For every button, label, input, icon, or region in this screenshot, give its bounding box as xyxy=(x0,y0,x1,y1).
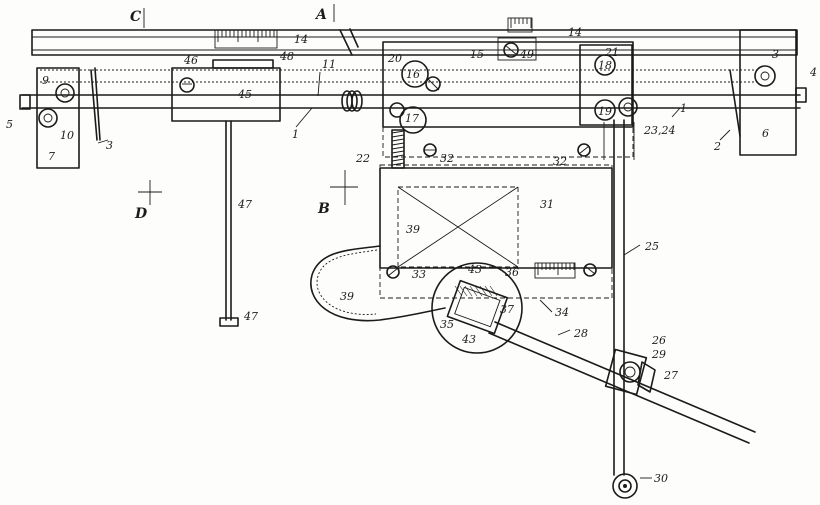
screw-thread xyxy=(391,142,405,146)
left-end-block xyxy=(19,67,101,169)
label-18: 18 xyxy=(598,59,612,72)
label-A: A xyxy=(314,7,327,23)
label-10: 10 xyxy=(60,129,74,142)
label-16: 16 xyxy=(406,68,420,81)
screw-thread xyxy=(391,130,405,134)
hatch-stroke xyxy=(484,285,493,297)
hatch-stroke xyxy=(489,285,498,297)
label-43: 43 xyxy=(461,333,476,346)
label-21: 21 xyxy=(604,46,619,59)
label-31: 31 xyxy=(540,198,554,211)
section-marks xyxy=(143,4,335,28)
label-28: 28 xyxy=(573,327,588,340)
label-26: 26 xyxy=(651,334,666,347)
label-44: 43 xyxy=(467,263,482,276)
label-47b: 47 xyxy=(243,310,258,323)
label-48: 48 xyxy=(279,50,294,63)
label-19: 19 xyxy=(598,105,612,118)
screw-thread xyxy=(391,162,405,166)
screw-thread xyxy=(391,146,405,150)
hatch-stroke xyxy=(469,285,478,297)
label-20: 20 xyxy=(387,52,402,65)
label-30: 30 xyxy=(654,472,668,485)
label-14a: 14 xyxy=(294,33,308,46)
label-37: 37 xyxy=(500,303,514,316)
label-6: 6 xyxy=(762,127,769,140)
label-35: 35 xyxy=(440,318,454,331)
clamp-screw xyxy=(391,129,405,169)
label-15: 15 xyxy=(470,48,484,61)
label-25: 25 xyxy=(644,240,659,253)
label-27: 27 xyxy=(663,369,678,382)
screw-thread xyxy=(391,138,405,142)
label-23-24: 23,24 xyxy=(643,124,676,137)
label-7: 7 xyxy=(48,150,55,163)
label-D: D xyxy=(134,206,148,222)
leader-lines xyxy=(97,71,731,479)
label-39: 39 xyxy=(406,223,420,236)
label-39b: 39 xyxy=(340,290,354,303)
hatch-stroke xyxy=(459,285,468,297)
label-1b: 1 xyxy=(680,102,687,115)
hatch-stroke xyxy=(464,285,473,297)
section-crosses xyxy=(138,170,358,205)
label-45: 45 xyxy=(237,88,252,101)
vertical-rod xyxy=(603,119,635,476)
hatch-stroke xyxy=(454,285,463,297)
screw-thread xyxy=(391,134,405,138)
label-3b: 3 xyxy=(772,48,779,61)
label-32: 32 xyxy=(553,155,567,168)
label-36: 36 xyxy=(505,266,519,279)
main-rod xyxy=(21,69,801,109)
label-C: C xyxy=(130,9,141,25)
top-scale-left xyxy=(214,29,278,49)
cable xyxy=(310,245,446,322)
screw-thread xyxy=(391,154,405,158)
label-49: 49 xyxy=(519,48,534,61)
slider-block xyxy=(171,59,281,327)
top-scale-right xyxy=(507,17,533,33)
label-34: 34 xyxy=(555,306,569,319)
hatch-stroke xyxy=(479,285,488,297)
center-plate xyxy=(382,37,634,158)
hatch-stroke xyxy=(474,285,483,297)
label-2: 2 xyxy=(713,140,721,153)
top-bar xyxy=(31,28,798,56)
label-1: 1 xyxy=(292,128,299,141)
label-5: 5 xyxy=(6,118,13,131)
detail-circle xyxy=(431,262,523,354)
label-9: 9 xyxy=(42,74,49,87)
coil-spring xyxy=(341,90,363,112)
bottom-wheel xyxy=(612,473,638,499)
reference-labels: C A B D 14 14 9 5 10 3 7 46 48 45 11 1 4… xyxy=(6,7,817,485)
right-clamp xyxy=(579,44,638,126)
label-17: 17 xyxy=(405,112,419,125)
screw-thread xyxy=(391,150,405,154)
label-3: 3 xyxy=(106,139,113,152)
rod-slider xyxy=(604,348,656,396)
label-22: 22 xyxy=(355,152,370,165)
label-46: 46 xyxy=(183,54,198,67)
label-B: B xyxy=(317,201,330,217)
label-11: 11 xyxy=(322,58,336,71)
diagonal-rod xyxy=(488,321,756,444)
label-14b: 14 xyxy=(568,26,582,39)
label-4: 4 xyxy=(809,66,817,79)
screw-thread xyxy=(391,158,405,162)
label-47: 47 xyxy=(237,198,252,211)
label-32b: 32 xyxy=(440,152,454,165)
right-end-block xyxy=(729,29,807,156)
label-33: 33 xyxy=(412,268,426,281)
label-29: 29 xyxy=(651,348,666,361)
